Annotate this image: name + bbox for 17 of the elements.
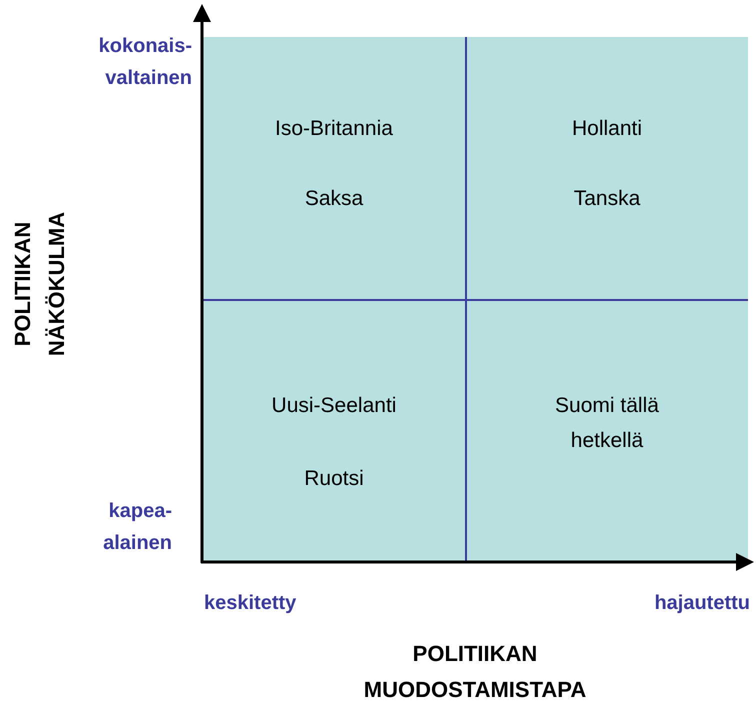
quadrant-cell	[202, 300, 466, 562]
quadrant-cell	[202, 37, 466, 300]
country-label: Tanska	[572, 186, 642, 212]
axis-end-label: kokonais- valtainen	[98, 34, 192, 91]
country-label: Suomi tällä hetkellä	[554, 393, 660, 454]
country-label: Uusi-Seelanti	[270, 393, 398, 419]
country-label: Ruotsi	[303, 466, 365, 492]
axis-end-label: kapea- alainen	[102, 499, 172, 556]
axis-title: POLITIIKAN MUODOSTAMISTAPA	[362, 640, 588, 702]
axis-end-label: keskitetty	[204, 591, 298, 616]
country-label: Hollanti	[570, 116, 644, 142]
quadrant-cell	[466, 300, 748, 562]
quadrant-cell	[466, 37, 748, 300]
axis-end-label: hajautettu	[653, 591, 750, 616]
country-label: Iso-Britannia	[274, 116, 394, 142]
axis-title: POLITIIKAN NÄKÖKULMA	[9, 210, 70, 358]
country-label: Saksa	[304, 186, 364, 212]
